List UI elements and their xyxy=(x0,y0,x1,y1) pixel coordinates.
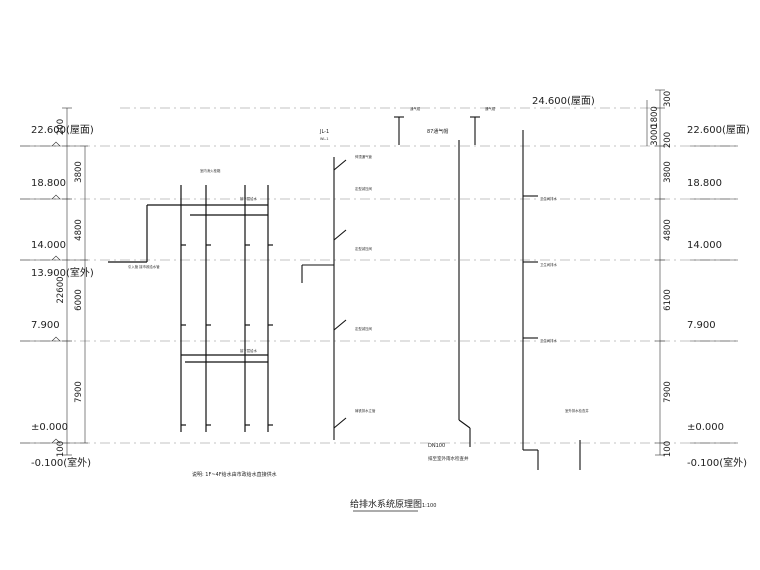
right-dim-text: 7900 xyxy=(663,381,673,403)
right-level-label: 18.800 xyxy=(687,178,722,189)
svg-text:铸铁排水立管: 铸铁排水立管 xyxy=(355,408,376,413)
vent-stacks xyxy=(394,116,581,470)
svg-text:卫生间排水: 卫生间排水 xyxy=(540,338,558,343)
left-level-label: -0.100(室外) xyxy=(31,456,91,469)
outlet-note: 排至室外雨水检查井 xyxy=(428,455,469,462)
right-dimension-texts: 300 1800 200 3800 4800 6100 7900 100 300… xyxy=(650,91,673,457)
left-level-label: 14.000 xyxy=(31,240,66,251)
left-dim-text: 7900 xyxy=(74,381,84,403)
right-level-label: 22.600(屋面) xyxy=(687,124,750,136)
left-dim-text: 3800 xyxy=(74,161,84,183)
svg-text:定型减压阀: 定型减压阀 xyxy=(355,186,373,191)
right-dim-text: 300 xyxy=(663,91,673,107)
small-annotations: 室内消火栓箱 接下层给水 接下层给水 引入管 接市政给水管 伸顶通气管 定型减压… xyxy=(128,106,589,413)
left-dim-text: 4800 xyxy=(74,219,84,241)
svg-text:定型减压阀: 定型减压阀 xyxy=(355,246,373,251)
left-level-labels: 22.600(屋面) 18.800 14.000 13.900(室外) 7.90… xyxy=(31,124,94,469)
right-dim-text: 1800 xyxy=(650,106,660,128)
svg-text:伸顶通气管: 伸顶通气管 xyxy=(355,154,373,159)
right-level-label: 24.600(屋面) xyxy=(532,95,595,107)
right-level-label: 14.000 xyxy=(687,240,722,251)
left-dim-text: 200 xyxy=(56,119,66,135)
left-level-label: 7.900 xyxy=(31,320,60,331)
right-dim-text: 3800 xyxy=(663,161,673,183)
riser-label: JL-1 xyxy=(319,129,329,135)
svg-text:室内消火栓箱: 室内消火栓箱 xyxy=(200,168,221,173)
left-level-label: 22.600(屋面) xyxy=(31,124,94,136)
supply-risers xyxy=(108,185,273,432)
svg-text:卫生间排水: 卫生间排水 xyxy=(540,262,558,267)
left-dim-text: 6000 xyxy=(74,289,84,311)
level-lines xyxy=(20,107,740,444)
level-markers xyxy=(20,141,738,444)
right-level-labels: 24.600(屋面) 22.600(屋面) 18.800 14.000 7.90… xyxy=(532,95,750,469)
pipe-size-label: DN100 xyxy=(428,443,445,449)
right-level-label: -0.100(室外) xyxy=(687,456,747,469)
svg-text:通气帽: 通气帽 xyxy=(410,106,421,111)
svg-text:WL-1: WL-1 xyxy=(320,137,329,141)
left-level-label: 18.800 xyxy=(31,178,66,189)
right-level-label: ±0.000 xyxy=(687,422,724,433)
title-scale: 1:100 xyxy=(422,503,436,509)
svg-text:引入管 接市政给水管: 引入管 接市政给水管 xyxy=(128,264,160,269)
svg-text:定型减压阀: 定型减压阀 xyxy=(355,326,373,331)
left-level-label: ±0.000 xyxy=(31,422,68,433)
svg-text:室外排水检查井: 室外排水检查井 xyxy=(565,408,589,413)
right-dim-text: 4800 xyxy=(663,219,673,241)
left-level-label: 13.900(室外) xyxy=(31,266,94,279)
right-dim-text: 100 xyxy=(663,441,673,457)
right-dim-text: 3000 xyxy=(650,124,660,146)
right-dimension-chain xyxy=(646,89,665,456)
svg-text:卫生间排水: 卫生间排水 xyxy=(540,196,558,201)
roof-vent-label: 87通气帽 xyxy=(427,128,448,135)
svg-text:接下层给水: 接下层给水 xyxy=(240,348,258,353)
left-dim-text: 22600 xyxy=(56,276,66,303)
left-dim-text: 100 xyxy=(56,441,66,457)
drainage-stack xyxy=(301,157,347,440)
svg-text:通气帽: 通气帽 xyxy=(485,106,496,111)
right-dim-text: 6100 xyxy=(663,289,673,311)
left-dimension-texts: 200 3800 4800 6000 7900 100 22600 xyxy=(56,119,84,457)
title-text: 给排水系统原理图 xyxy=(350,498,422,510)
drawing-title: 给排水系统原理图 1:100 xyxy=(350,498,436,512)
svg-text:接下层给水: 接下层给水 xyxy=(240,196,258,201)
right-dim-text: 200 xyxy=(663,132,673,148)
right-level-label: 7.900 xyxy=(687,320,716,331)
left-dimension-chain xyxy=(62,107,88,456)
supply-note: 说明: 1F~4F给水由市政给水直接供水 xyxy=(192,471,277,478)
